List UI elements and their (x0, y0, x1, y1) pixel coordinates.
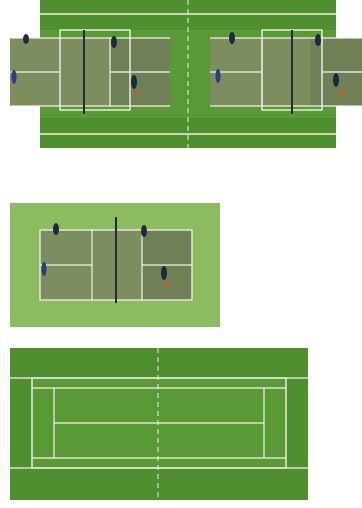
aerial-tennis-scene-top (10, 0, 362, 148)
court-with-players-image (10, 203, 220, 327)
tennis-courts-aerial-image (10, 0, 362, 148)
left-court (10, 30, 170, 114)
aerial-tennis-scene-middle (10, 203, 220, 327)
empty-grass-court-scene (10, 348, 308, 500)
grass-court-image (10, 348, 308, 500)
